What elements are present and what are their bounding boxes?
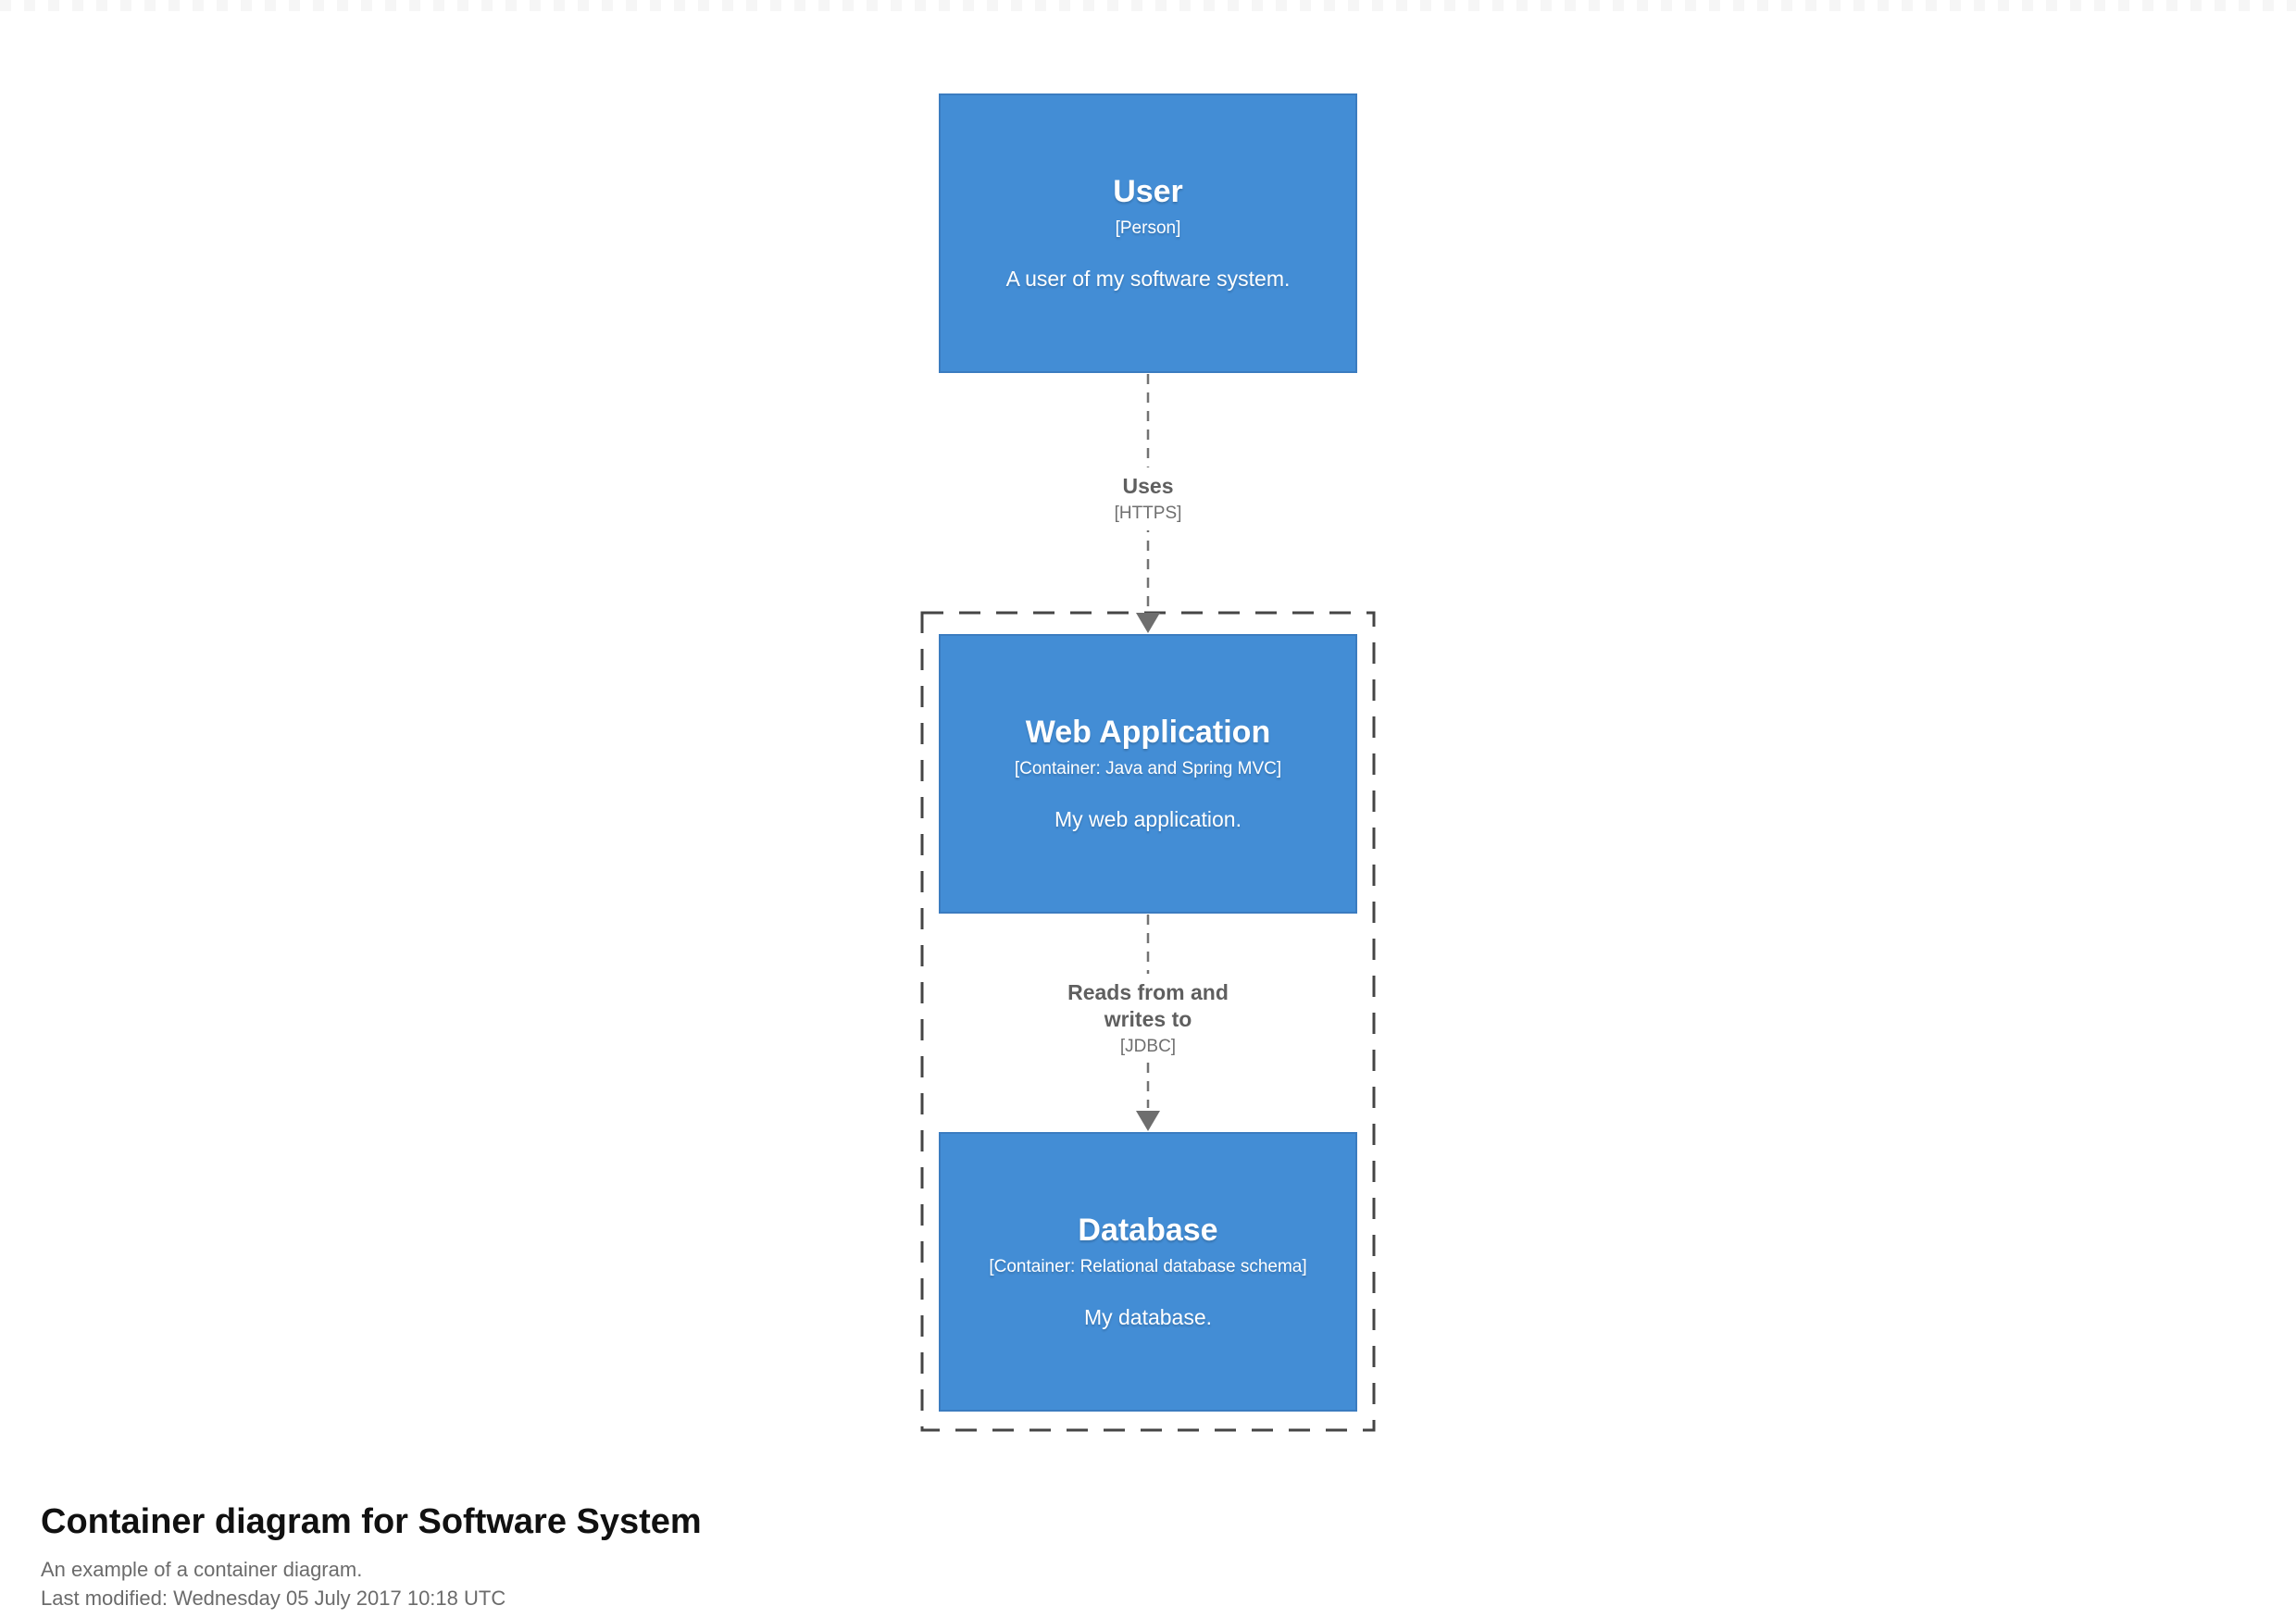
element-user[interactable]: User [Person] A user of my software syst…: [939, 93, 1357, 373]
element-name: User: [1113, 174, 1183, 210]
element-description: A user of my software system.: [1005, 267, 1291, 292]
element-description: My web application.: [1054, 807, 1242, 832]
element-database[interactable]: Database [Container: Relational database…: [939, 1132, 1357, 1412]
element-metadata: [Container: Relational database schema]: [989, 1257, 1307, 1277]
relationship-label-uses[interactable]: Uses [HTTPS]: [1104, 467, 1192, 530]
relationship-technology: [HTTPS]: [1114, 503, 1182, 523]
diagram-last-modified: Last modified: Wednesday 05 July 2017 10…: [41, 1586, 506, 1610]
diagram-title: Container diagram for Software System: [41, 1502, 702, 1541]
element-name: Database: [1078, 1213, 1218, 1249]
element-description: My database.: [1083, 1305, 1213, 1330]
diagram-subtitle: An example of a container diagram.: [41, 1557, 363, 1581]
relationship-label-reads-writes[interactable]: Reads from and writes to [JDBC]: [1051, 974, 1245, 1064]
element-metadata: [Container: Java and Spring MVC]: [1014, 759, 1282, 779]
diagram-footer: Container diagram for Software System An…: [41, 1501, 702, 1612]
relationship-name: Uses: [1122, 474, 1174, 498]
element-name: Web Application: [1025, 715, 1271, 751]
element-web-application[interactable]: Web Application [Container: Java and Spr…: [939, 634, 1357, 914]
relationship-name: Reads from and writes to: [1067, 980, 1229, 1031]
element-metadata: [Person]: [1115, 218, 1181, 239]
uses-arrowhead-icon: [1136, 613, 1160, 633]
reads-writes-arrowhead-icon: [1136, 1111, 1160, 1131]
page-edge-dashes: [0, 0, 2296, 11]
relationship-technology: [JDBC]: [1119, 1036, 1177, 1056]
